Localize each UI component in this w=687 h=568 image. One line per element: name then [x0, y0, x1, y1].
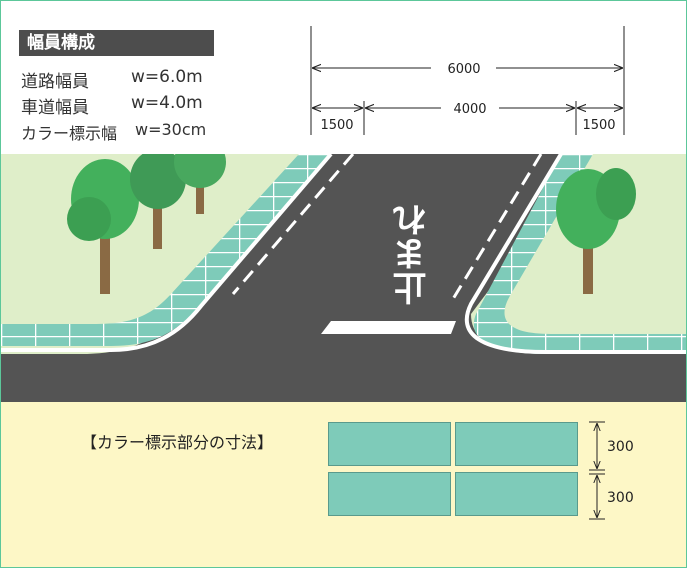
tile-dim-top-label: 300	[607, 439, 634, 455]
color-tile	[455, 472, 578, 516]
spec-carriageway-width: 車道幅員 w=4.0m	[21, 93, 203, 118]
left-lane-dashed-line	[231, 154, 355, 295]
spec-value: w=30cm	[135, 120, 207, 139]
stop-line	[321, 321, 456, 334]
spec-label: 道路幅員	[21, 72, 89, 92]
dim-left-strip-label: 1500	[320, 118, 353, 133]
tree-icon	[130, 154, 186, 249]
spec-value: w=4.0m	[131, 93, 203, 113]
right-color-marking-strip	[473, 154, 686, 354]
tile-dim-bottom-label: 300	[607, 490, 634, 506]
spec-road-width: 道路幅員 w=6.0m	[21, 67, 203, 92]
dimension-diagram: 6000 4000 1500 1500	[310, 26, 625, 135]
tree-icon	[174, 154, 226, 214]
spec-color-marking-width: カラー標示幅 w=30cm	[21, 120, 206, 144]
color-tile	[455, 422, 578, 466]
right-lane-dashed-line	[451, 154, 543, 300]
tree-icon	[556, 168, 636, 294]
tile-dimension-diagram: 300 300	[589, 421, 634, 520]
width-composition-title: 幅員構成	[19, 30, 214, 56]
right-edge-line	[464, 154, 686, 354]
color-tile	[328, 422, 451, 466]
stop-marking-text: 止まれ	[393, 203, 433, 305]
left-color-marking-strip	[1, 154, 331, 346]
spec-value: w=6.0m	[131, 67, 203, 87]
legend-panel: 【カラー標示部分の寸法】 300 300	[1, 402, 686, 567]
asphalt-road	[1, 154, 686, 402]
legend-title: 【カラー標示部分の寸法】	[81, 433, 274, 452]
dim-carriageway-label: 4000	[453, 102, 486, 117]
tree-icon	[67, 159, 139, 294]
header-panel: 幅員構成 道路幅員 w=6.0m 車道幅員 w=4.0m カラー標示幅 w=30…	[1, 1, 686, 154]
road-illustration: 止まれ	[1, 154, 686, 402]
color-tile	[328, 472, 451, 516]
dim-total-label: 6000	[447, 62, 480, 77]
left-edge-line	[1, 154, 333, 352]
spec-label: 車道幅員	[21, 98, 89, 118]
spec-label: カラー標示幅	[21, 124, 118, 143]
dim-right-strip-label: 1500	[582, 118, 615, 133]
